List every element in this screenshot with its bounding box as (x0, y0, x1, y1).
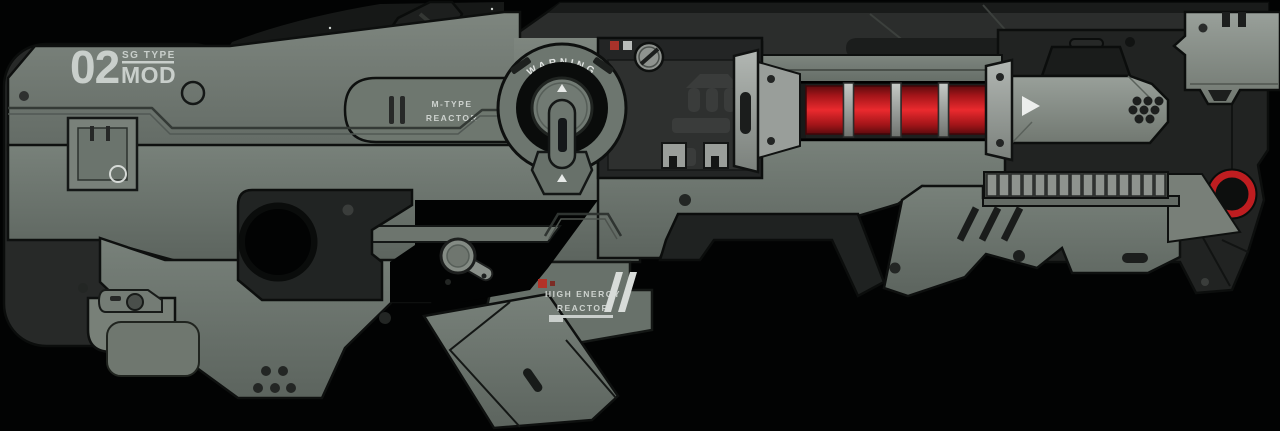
mod-series: SG TYPE (122, 50, 176, 61)
speck (328, 26, 332, 30)
heat-sink-rail (982, 171, 1242, 244)
screw (19, 91, 29, 101)
dial-arrow-bottom (557, 174, 567, 182)
screw (1125, 37, 1135, 47)
mod-number: 02 (70, 41, 119, 93)
vent-panel (882, 184, 1182, 298)
slash-mark (604, 272, 623, 312)
screw (1198, 23, 1208, 33)
muzzle-bracket (1172, 10, 1280, 106)
mod-word: MOD (121, 62, 176, 88)
cell-separator (890, 82, 902, 138)
gray-indicator-square (623, 41, 632, 50)
selector-knob (439, 237, 494, 285)
screw (342, 204, 354, 216)
dim-indicator-square (550, 281, 555, 286)
red-indicator-square (538, 279, 547, 288)
body-groove (8, 106, 516, 135)
cheek-dot-cluster (1128, 96, 1164, 124)
cell-separator (842, 82, 855, 138)
jaw-dot-cluster (253, 366, 296, 393)
sight-notch (1238, 12, 1246, 27)
switch-panel (66, 116, 139, 192)
reactor-label-line1: M-TYPE (431, 99, 472, 109)
energy-cell (947, 85, 987, 135)
cheek-panel (986, 74, 1170, 145)
screw (1013, 250, 1025, 262)
mod-marking: 02 SG TYPE MOD (70, 41, 176, 93)
vent-slashes (956, 206, 1024, 242)
block-slot (672, 118, 730, 133)
lever-base (530, 150, 594, 196)
red-indicator-square (610, 41, 619, 50)
screw (379, 312, 391, 324)
grip (421, 292, 620, 430)
latch-knob (126, 293, 144, 311)
high-energy-line1: HIGH ENERGY (545, 289, 621, 299)
fore-detail (543, 212, 623, 240)
energy-cell (852, 85, 892, 135)
jaw-panel (106, 321, 200, 377)
screw (679, 194, 691, 206)
switch-ring (109, 165, 127, 183)
warning-dial: WARNING (496, 42, 628, 196)
dial-tick (510, 57, 531, 74)
grip-slot (523, 368, 543, 392)
cell-bracket-right (984, 58, 1014, 162)
reactor-label-line2: REACTOR (426, 113, 478, 123)
ring-detail (180, 80, 206, 106)
play-triangle-mark (1022, 96, 1040, 116)
dial-arrow-top (557, 84, 567, 92)
dial-tick (593, 57, 614, 74)
high-energy-line2: REACTOR (557, 303, 609, 313)
thumb-hole (245, 209, 311, 275)
speck (490, 7, 494, 11)
screw (889, 262, 901, 274)
screw (78, 283, 88, 293)
cell-bracket-left (732, 48, 801, 174)
cell-separator (937, 82, 950, 138)
energy-cell (900, 85, 940, 135)
panel-slot (1122, 253, 1148, 263)
trigger-guard-arch (658, 212, 886, 298)
trigger-housing (236, 188, 414, 302)
lever-slot (558, 118, 567, 152)
rail-ribs (986, 173, 1166, 197)
energy-cell (805, 85, 845, 135)
screw (1201, 278, 1209, 286)
screw (445, 279, 451, 285)
high-energy-label: HIGH ENERGY REACTOR (538, 272, 637, 322)
slash-mark (618, 272, 637, 312)
sight-notch (1222, 12, 1230, 27)
